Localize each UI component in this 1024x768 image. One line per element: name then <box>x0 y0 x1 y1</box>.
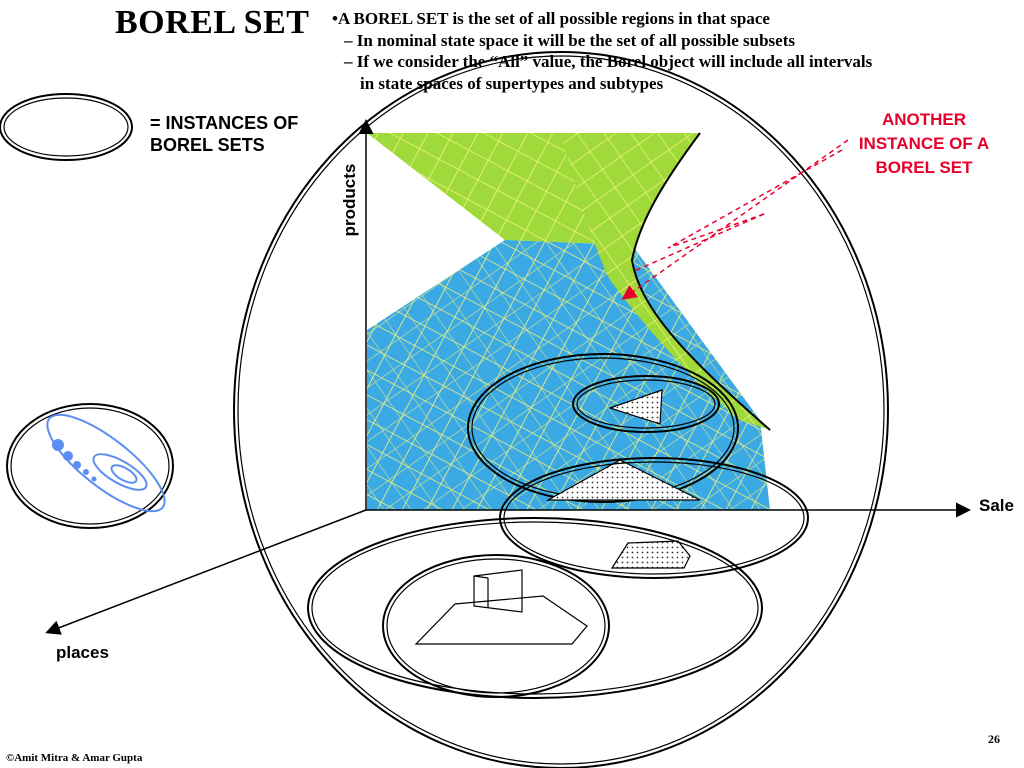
triangle-shape-large <box>545 459 701 501</box>
big-borel-circle-inner <box>237 55 885 765</box>
places-ellipse-inner <box>382 554 610 698</box>
y-axis-label: products <box>340 163 359 237</box>
spiral-ellipse <box>6 403 174 529</box>
spiral-orbit-icon <box>46 413 166 513</box>
legend-line-2: BOREL SETS <box>150 135 265 155</box>
legend-ellipse-inner <box>3 97 129 157</box>
surface-ellipse-small <box>572 375 720 433</box>
trapezoid-dotted <box>610 540 691 569</box>
x-axis-label: Sale <box>979 496 1014 515</box>
z-axis-label: places <box>56 643 109 662</box>
footer-credit: ©Amit Mitra & Amar Gupta <box>6 752 143 764</box>
bullet-sub-2: – If we consider the “All” value, the Bo… <box>344 52 873 71</box>
legend-label: = INSTANCES OF BOREL SETS <box>150 112 298 156</box>
page-number: 26 <box>988 732 1000 746</box>
bullet-sub-2-continued: in state spaces of supertypes and subtyp… <box>360 73 664 93</box>
sale-ellipse <box>499 457 809 579</box>
callout-line-3: BOREL SET <box>875 158 973 177</box>
legend-ellipse <box>0 93 133 161</box>
surface-ellipse-outer <box>467 353 739 503</box>
places-ellipse-outer <box>307 517 763 699</box>
places-ellipse-inner-inner <box>386 558 606 694</box>
legend-line-1: = INSTANCES OF <box>150 113 299 133</box>
callout-label: ANOTHER INSTANCE OF A BOREL SET <box>842 108 1006 180</box>
callout-line-1: ANOTHER <box>881 110 967 129</box>
spiral-ellipse-inner <box>10 407 170 525</box>
surface-plot <box>367 132 771 510</box>
frustum-shape <box>414 569 588 645</box>
callout-line-2: INSTANCE OF A <box>858 134 990 153</box>
big-borel-circle <box>233 51 889 768</box>
bullet-sub-1: – In nominal state space it will be the … <box>344 30 795 50</box>
places-ellipse-outer-inner <box>311 521 759 695</box>
slide-title: BOREL SET <box>115 4 310 41</box>
bullet-main: •A BOREL SET is the set of all possible … <box>332 9 770 28</box>
bullet-list: •A BOREL SET is the set of all possible … <box>332 8 872 94</box>
triangle-shape-small <box>608 389 663 425</box>
z-axis <box>45 509 367 635</box>
surface-ellipse-small-inner <box>576 379 716 429</box>
callout-arrows <box>621 139 849 300</box>
